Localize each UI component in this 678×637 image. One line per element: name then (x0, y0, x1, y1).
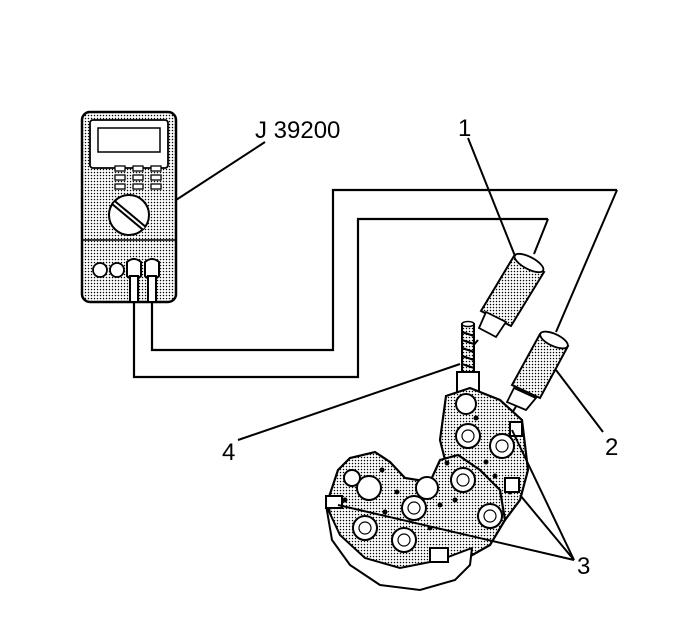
label-4: 4 (222, 439, 235, 466)
multimeter (80, 110, 178, 304)
leader-lines (175, 137, 604, 561)
test-leads (132, 188, 617, 379)
label-2: 2 (605, 434, 618, 461)
input-jacks (92, 262, 125, 278)
range-dial (108, 194, 150, 236)
diodes (343, 393, 515, 553)
label-3: 3 (577, 553, 590, 580)
leader-4 (237, 363, 461, 441)
leader-2 (555, 369, 604, 433)
leader-tool (175, 141, 266, 201)
leader-3a (511, 429, 575, 561)
lead-wire-b (132, 217, 548, 379)
leader-1 (467, 137, 516, 257)
lower-plate (325, 504, 474, 592)
multimeter-display (97, 127, 161, 153)
diode-rings (358, 429, 509, 547)
test-lead-plugs (126, 258, 160, 303)
output-stud (456, 320, 480, 395)
label-1: 1 (458, 115, 471, 142)
leader-3b (519, 494, 575, 561)
rectifier-bridge (325, 320, 530, 592)
label-tool: J 39200 (255, 117, 340, 144)
leader-3c (337, 504, 575, 561)
multimeter-buttons (114, 165, 162, 190)
lead-wire-a (150, 188, 617, 352)
probe-2 (504, 189, 618, 426)
probe-1 (464, 218, 549, 356)
